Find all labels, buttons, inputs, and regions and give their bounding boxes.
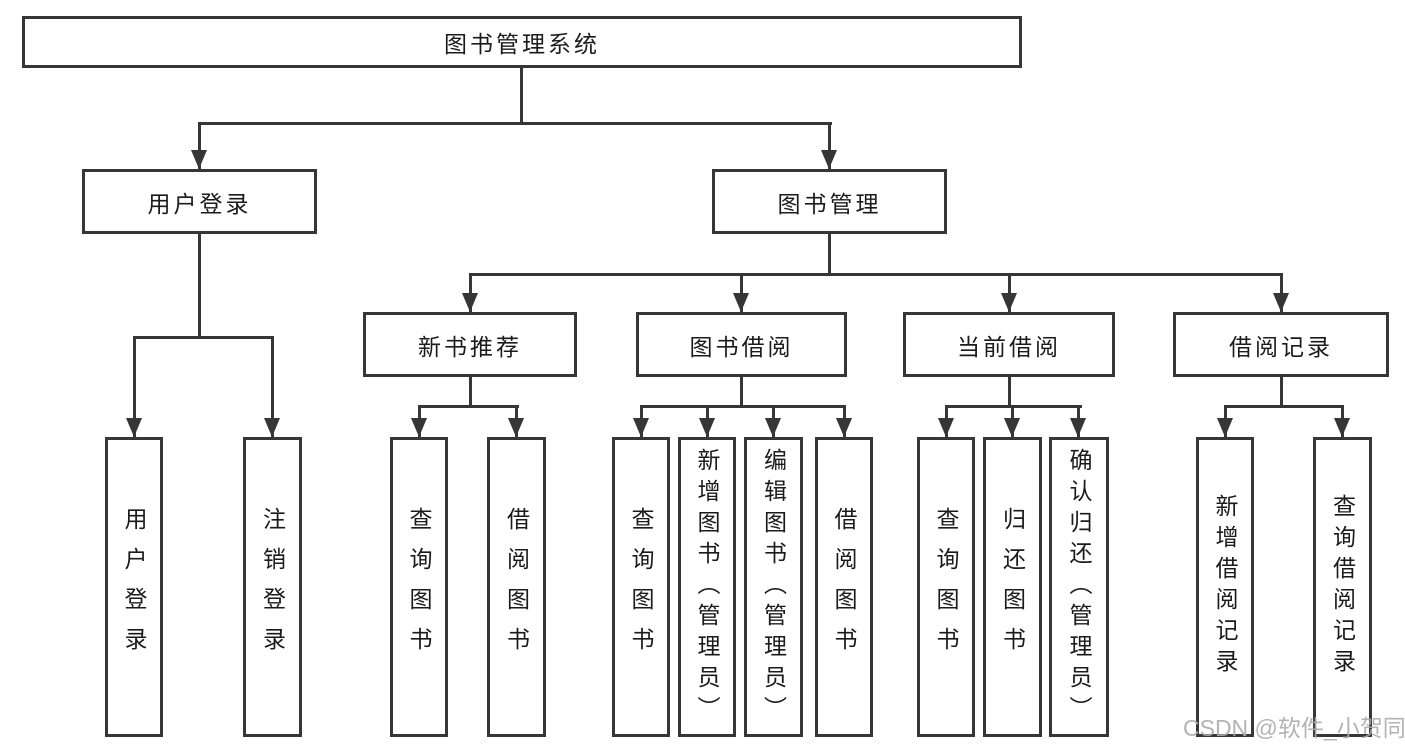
arrow-to-recommend-query [411,418,427,437]
arrow-to-new-book-recommend [462,293,478,312]
leaf-query-borrow-record: 查询借阅记录 [1313,437,1372,737]
node-borrow-records-label: 借阅记录 [1229,333,1333,360]
leaf-recommend-query-books: 查询图书 [390,437,448,737]
connector-book-borrow-stem [740,377,743,405]
leaf-return-books-label: 归还图书 [999,507,1026,667]
connector-records-bar [1224,405,1344,408]
connector-drop-book-management [828,122,831,169]
connector-recommend-stem [469,377,472,405]
leaf-edit-books-admin: 编辑图书（管理员） [744,437,803,737]
node-current-borrow-label: 当前借阅 [957,333,1061,360]
leaf-add-borrow-record-label: 新增借阅记录 [1212,494,1238,680]
connector-drop-new-book-recommend [469,273,472,312]
arrow-to-edit-books [765,418,781,437]
node-book-management-label: 图书管理 [777,190,882,217]
leaf-add-books-admin: 新增图书（管理员） [678,437,736,737]
arrow-to-borrow-books [836,418,852,437]
leaf-query-borrow-record-label: 查询借阅记录 [1329,494,1356,680]
connector-drop-leaf-logout [271,336,274,437]
csdn-watermark: CSDN @软件_小贺同学 [1183,715,1405,741]
connector-root-bar [198,122,832,125]
arrow-to-borrow-records [1273,293,1289,312]
connector-current-stem [1008,377,1011,405]
connector-drop-book-borrow [740,273,743,312]
leaf-confirm-return-admin: 确认归还（管理员） [1049,437,1109,737]
connector-book-management-stem [828,234,831,273]
node-book-management: 图书管理 [712,169,947,234]
connector-root-stem [520,68,523,122]
connector-book-management-bar [469,273,1283,276]
leaf-edit-books-admin-label: 编辑图书（管理员） [760,447,787,727]
connector-drop-leaf-user-login [133,336,136,437]
connector-user-login-bar [133,336,274,339]
node-borrow-records: 借阅记录 [1173,312,1389,377]
node-user-login-label: 用户登录 [147,190,252,217]
connector-user-login-stem [198,234,201,336]
connector-drop-borrow-records [1280,273,1283,312]
arrow-to-borrow-query [633,418,649,437]
leaf-borrow-books-label: 借阅图书 [831,507,857,667]
arrow-to-leaf-logout [264,418,280,437]
arrow-to-book-borrow [733,293,749,312]
leaf-recommend-borrow-books-label: 借阅图书 [503,507,530,667]
arrow-to-user-login [191,150,207,169]
node-book-borrow-label: 图书借阅 [689,333,794,360]
arrow-to-book-management [821,150,837,169]
node-current-borrow: 当前借阅 [903,312,1115,377]
leaf-recommend-query-books-label: 查询图书 [406,507,432,667]
arrow-to-confirm-return [1070,418,1086,437]
arrow-to-current-query [938,418,954,437]
node-library-system: 图书管理系统 [22,16,1022,68]
leaf-add-borrow-record: 新增借阅记录 [1196,437,1254,737]
connector-drop-user-login [198,122,201,169]
arrow-to-query-record [1334,418,1350,437]
node-new-book-recommend-label: 新书推荐 [418,333,522,360]
leaf-confirm-return-admin-label: 确认归还（管理员） [1066,447,1092,727]
arrow-to-leaf-user-login [126,418,142,437]
connector-book-borrow-bar [640,405,846,408]
arrow-to-recommend-borrow [508,418,524,437]
leaf-current-query-books-label: 查询图书 [933,507,959,667]
arrow-to-add-books [699,418,715,437]
leaf-add-books-admin-label: 新增图书（管理员） [694,447,720,727]
leaf-user-login: 用户登录 [105,437,163,737]
arrow-to-current-borrow [1001,293,1017,312]
leaf-logout: 注销登录 [243,437,302,737]
leaf-borrow-query-books-label: 查询图书 [628,507,654,667]
leaf-current-query-books: 查询图书 [917,437,975,737]
arrow-to-add-record [1217,418,1233,437]
arrow-to-return-books [1004,418,1020,437]
node-user-login: 用户登录 [82,169,317,234]
connector-records-stem [1280,377,1283,405]
node-new-book-recommend: 新书推荐 [363,312,577,377]
leaf-return-books: 归还图书 [983,437,1042,737]
node-book-borrow: 图书借阅 [636,312,847,377]
connector-drop-current-borrow [1008,273,1011,312]
leaf-borrow-query-books: 查询图书 [612,437,670,737]
leaf-borrow-books: 借阅图书 [815,437,873,737]
node-library-system-label: 图书管理系统 [444,31,600,57]
leaf-recommend-borrow-books: 借阅图书 [487,437,546,737]
leaf-logout-label: 注销登录 [259,507,286,667]
connector-recommend-bar [418,405,519,408]
leaf-user-login-label: 用户登录 [121,507,147,667]
